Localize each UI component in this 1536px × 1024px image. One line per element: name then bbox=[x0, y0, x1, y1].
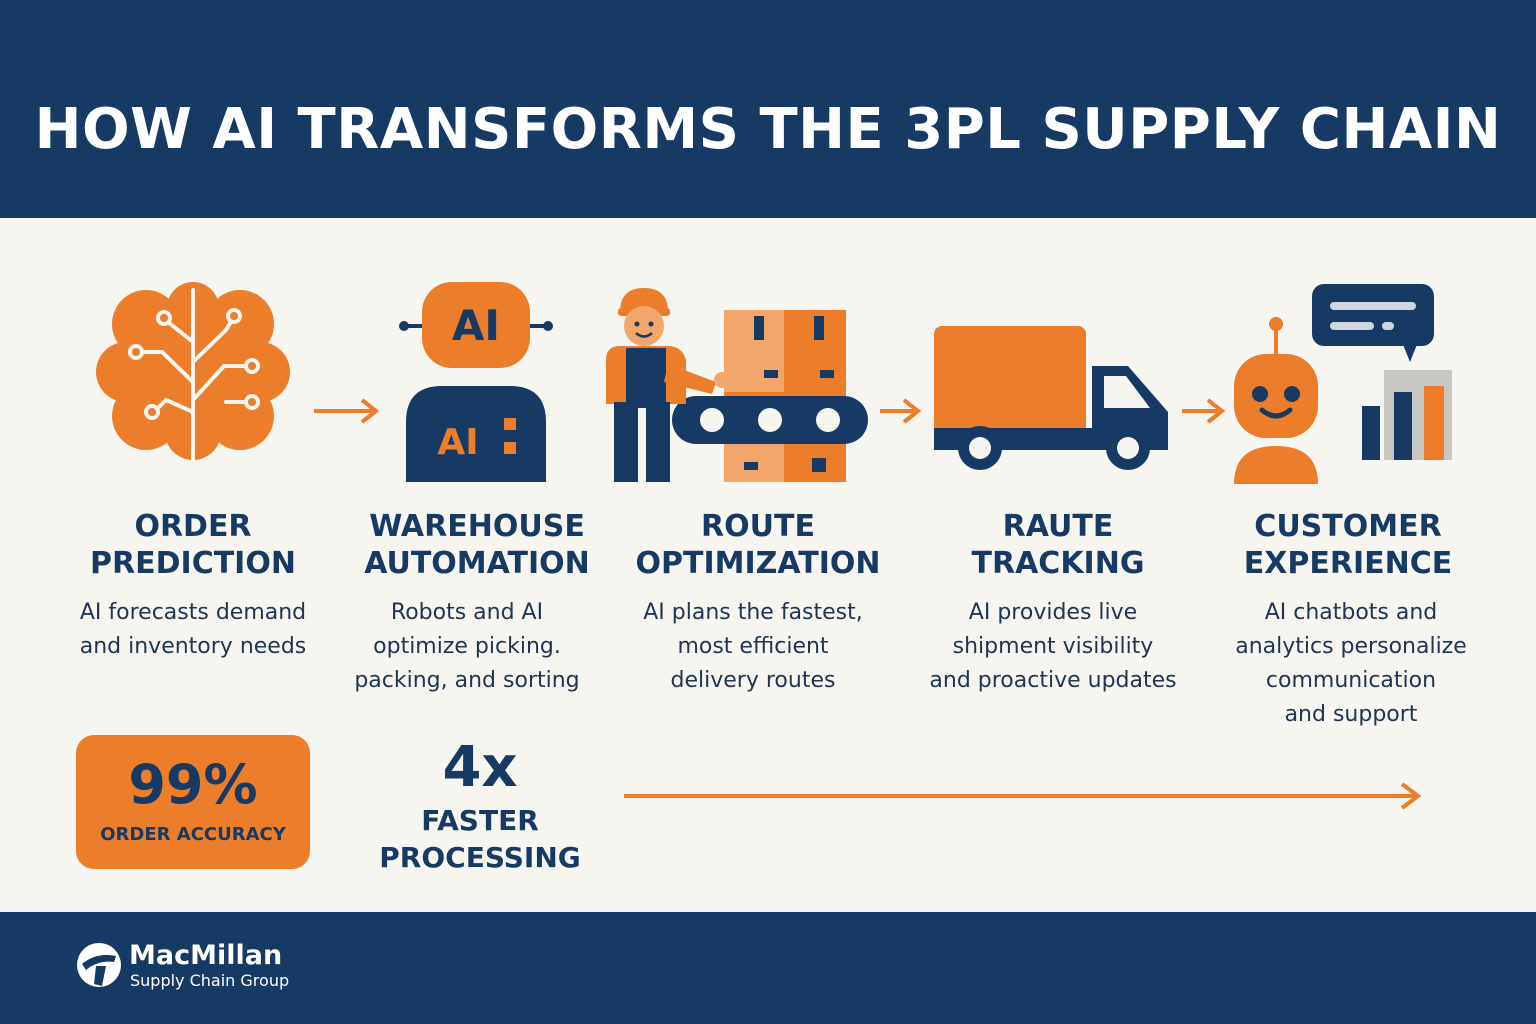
long-arrow-icon bbox=[624, 782, 1422, 810]
flow-arrow-icon bbox=[880, 398, 922, 424]
robot-body-label: AI bbox=[437, 422, 478, 463]
order-accuracy-stat: 99% ORDER ACCURACY bbox=[76, 735, 310, 869]
step-title-order-prediction: ORDER PREDICTION bbox=[90, 509, 296, 581]
step-title-route-optimization: ROUTE OPTIMIZATION bbox=[635, 509, 881, 581]
page-title: HOW AI TRANSFORMS THE 3PL SUPPLY CHAIN bbox=[34, 96, 1502, 162]
faster-processing-label: FASTER PROCESSING bbox=[379, 804, 581, 874]
delivery-truck-icon bbox=[934, 326, 1168, 470]
faster-processing-value: 4x bbox=[442, 735, 518, 800]
step-desc-customer-experience: AI chatbots and analytics personalize co… bbox=[1235, 600, 1467, 727]
flow-arrow-icon bbox=[314, 398, 380, 424]
step-desc-route-optimization: AI plans the fastest, most efficient del… bbox=[643, 600, 863, 693]
step-desc-route-tracking: AI provides live shipment visibility and… bbox=[929, 600, 1177, 693]
step-title-customer-experience: CUSTOMER EXPERIENCE bbox=[1243, 509, 1453, 581]
flow-arrow-icon bbox=[1182, 398, 1226, 424]
chatbot-analytics-icon bbox=[1234, 284, 1452, 484]
footer-bar bbox=[0, 912, 1536, 1024]
step-title-route-tracking: RAUTE TRACKING bbox=[971, 509, 1145, 581]
stat-value: 99% bbox=[128, 753, 258, 816]
stat-label: ORDER ACCURACY bbox=[100, 824, 286, 845]
step-desc-warehouse-automation: Robots and AI optimize picking. packing,… bbox=[354, 600, 580, 693]
header-banner: HOW AI TRANSFORMS THE 3PL SUPPLY CHAIN bbox=[0, 0, 1536, 218]
step-desc-order-prediction: AI forecasts demand and inventory needs bbox=[79, 600, 307, 659]
worker-conveyor-icon bbox=[606, 288, 868, 482]
brain-circuit-icon bbox=[96, 282, 290, 462]
brand-name: MacMillan bbox=[129, 940, 283, 971]
ai-robot-icon: AI AI bbox=[399, 282, 553, 482]
brand-subtitle: Supply Chain Group bbox=[130, 971, 290, 990]
robot-head-label: AI bbox=[452, 301, 500, 350]
macmillan-logo-icon bbox=[77, 943, 121, 987]
step-title-warehouse-automation: WAREHOUSE AUTOMATION bbox=[364, 509, 590, 581]
